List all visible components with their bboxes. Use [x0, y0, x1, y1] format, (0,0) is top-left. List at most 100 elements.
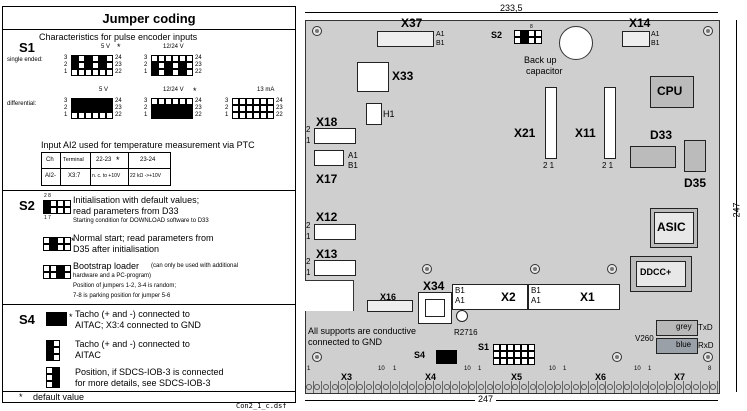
label-x2: X2 — [501, 290, 516, 304]
label-x16: X16 — [380, 292, 397, 302]
label-x33: X33 — [392, 69, 414, 83]
label-x4: X4 — [425, 372, 437, 382]
footer-default-value: default value — [33, 392, 85, 402]
pin-label: B1 — [348, 161, 358, 170]
s2-option-note: Position of jumpers 1-2, 3-4 is random; — [73, 283, 177, 289]
dimension-line-right — [736, 20, 737, 392]
s4-label: S4 — [19, 312, 35, 327]
s2-option-note: 7-8 is parking position for jumper 5-6 — [73, 293, 171, 299]
pin-label: 1 — [306, 136, 311, 145]
connector-x2 — [452, 284, 528, 310]
default-star: * — [193, 86, 197, 96]
label-v260: V260 — [635, 334, 654, 343]
s1-label: S1 — [19, 40, 35, 55]
jumper-s2-bootstrap — [43, 265, 71, 279]
table-cell: X3:7 — [68, 173, 81, 179]
chip-asic — [650, 208, 698, 248]
s4-option-text: AITAC; X3:4 connected to GND — [75, 320, 201, 330]
divider — [3, 190, 295, 191]
mounting-hole — [703, 26, 713, 36]
label-d35: D35 — [684, 176, 707, 190]
label-asic: ASIC — [657, 220, 686, 234]
mounting-hole — [607, 264, 617, 274]
s2-option-text: D35 after initialisation — [73, 244, 160, 254]
jumper-s4-opt3 — [46, 367, 60, 388]
terminal-strip — [305, 381, 719, 393]
s4-option-text: Position, if SDCS-IOB-3 is connected — [75, 367, 224, 377]
pin-label: 10 — [378, 366, 385, 372]
label-x12: X12 — [316, 210, 338, 224]
label-x7: X7 — [674, 372, 686, 382]
connector-x13 — [314, 260, 356, 276]
divider — [3, 29, 295, 30]
connector-x14 — [622, 31, 650, 47]
label-x13: X13 — [316, 247, 338, 261]
mounting-hole — [530, 264, 540, 274]
jumper-s4-opt2 — [46, 340, 60, 361]
display-h1 — [366, 103, 382, 125]
port-blue-rxd — [656, 338, 698, 354]
label-ddcc: DDCC+ — [640, 267, 672, 277]
s2-label: S2 — [19, 198, 35, 213]
label-grey: grey — [676, 322, 692, 331]
s4-option-text: Tacho (+ and -) connected to — [75, 339, 190, 349]
mounting-hole — [703, 352, 713, 362]
default-star: * — [19, 392, 23, 402]
connector-x11 — [604, 87, 616, 159]
pin-label: 10 — [464, 366, 471, 372]
label-s2: S2 — [491, 30, 503, 40]
label-txd: TxD — [698, 323, 713, 332]
supports-note: All supports are conductive — [308, 326, 417, 336]
s2-option-text: Normal start; read parameters from — [73, 233, 214, 243]
label-x18: X18 — [316, 115, 338, 129]
table-header: Terminal — [63, 157, 84, 163]
label-x5: X5 — [511, 372, 523, 382]
connector-x21 — [545, 87, 557, 159]
label-x1: X1 — [580, 290, 595, 304]
table-cell: AI2- — [45, 173, 57, 179]
jumper-s1-se-1224v — [151, 55, 193, 76]
label-13ma: 13 mA — [257, 87, 275, 93]
label-x17: X17 — [316, 172, 338, 186]
dimension-bottom: 247 — [475, 394, 497, 404]
dimension-line-bottom — [305, 400, 718, 401]
s1-heading: Characteristics for pulse encoder inputs — [39, 32, 198, 42]
supports-note: connected to GND — [308, 337, 383, 347]
pin-label: 1 — [478, 366, 482, 372]
pin-label: 2 1 — [602, 161, 614, 170]
pin-label: 1 — [393, 366, 397, 372]
label-5v: 5 V — [101, 44, 111, 50]
label-x3: X3 — [341, 372, 353, 382]
pin-label: A1 — [531, 296, 541, 305]
label-blue: blue — [676, 340, 692, 349]
panel-title: Jumper coding — [102, 11, 196, 26]
label-r2716: R2716 — [454, 328, 478, 337]
label-x14: X14 — [629, 16, 651, 30]
jumper-coding-panel: Jumper coding S1 Characteristics for pul… — [2, 6, 296, 403]
connector-x18 — [314, 128, 356, 144]
label-12-24v: 12/24 V — [163, 44, 184, 50]
pin-label: 8 — [530, 24, 533, 30]
single-ended-label: single ended: — [7, 57, 43, 63]
differential-label: differential: — [7, 101, 37, 107]
table-cell: 22 kΩ ->+10V — [130, 173, 161, 179]
label-12-24v: 12/24 V — [163, 87, 184, 93]
connector-x37 — [377, 31, 434, 47]
jumper-s1-diff-5v — [71, 98, 113, 119]
pin-label: 1 — [306, 268, 311, 277]
pin-label: 1 — [307, 366, 311, 372]
ptc-table: Ch Terminal 22-23 * 23-24 AI2- X3:7 n. c… — [41, 152, 171, 186]
mounting-hole — [312, 26, 322, 36]
s4-option-text: for more details, see SDCS-IOB-3 — [75, 378, 211, 388]
label-x21: X21 — [514, 126, 536, 140]
label-h1: H1 — [383, 109, 395, 119]
pin-label: 1 — [648, 366, 652, 372]
pin-label: 2 1 — [543, 161, 555, 170]
pin-label: 8 — [708, 366, 712, 372]
pin-label: 2 — [306, 221, 311, 230]
